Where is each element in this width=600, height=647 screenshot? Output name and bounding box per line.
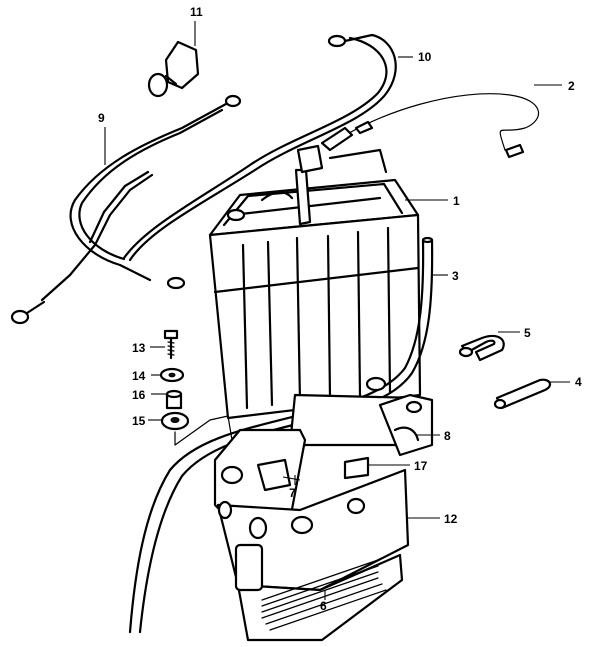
- callout-6: 6: [320, 599, 327, 613]
- callout-14: 14: [132, 369, 146, 383]
- battery-case-part-12: [213, 376, 434, 642]
- bolt-part-13: [163, 329, 179, 360]
- collar-part-16: [165, 389, 183, 410]
- callout-13: 13: [132, 341, 146, 355]
- terminal-cover-part-11: [147, 40, 200, 98]
- ground-cable-part-9: [10, 94, 242, 325]
- callout-7: 7: [289, 486, 296, 500]
- callout-11: 11: [190, 5, 203, 19]
- callout-5: 5: [524, 326, 531, 340]
- callout-numbers: 11 10 2 9 1 3 5 13 14 4 16 15 8 17 7 12 …: [98, 5, 582, 613]
- callout-16: 16: [132, 388, 146, 402]
- callout-8: 8: [444, 429, 451, 443]
- callout-15: 15: [132, 414, 146, 428]
- washer-part-14: [159, 367, 185, 383]
- lead-wire-part-2: [320, 93, 540, 159]
- leader-lines: [104, 21, 570, 600]
- mounting-line: [174, 415, 233, 446]
- callout-12: 12: [444, 512, 458, 526]
- battery-part-1: [208, 144, 422, 420]
- callout-2: 2: [568, 79, 575, 93]
- positive-cable-part-10: [122, 33, 397, 262]
- strap-part-4: [493, 378, 552, 410]
- callout-9: 9: [98, 111, 105, 125]
- callout-17: 17: [414, 459, 428, 473]
- callout-3: 3: [452, 269, 459, 283]
- callout-1: 1: [453, 194, 460, 208]
- callout-4: 4: [575, 375, 582, 389]
- callout-10: 10: [418, 50, 432, 64]
- clamp-part-5: [458, 334, 505, 362]
- cushion-part-15: [160, 411, 190, 431]
